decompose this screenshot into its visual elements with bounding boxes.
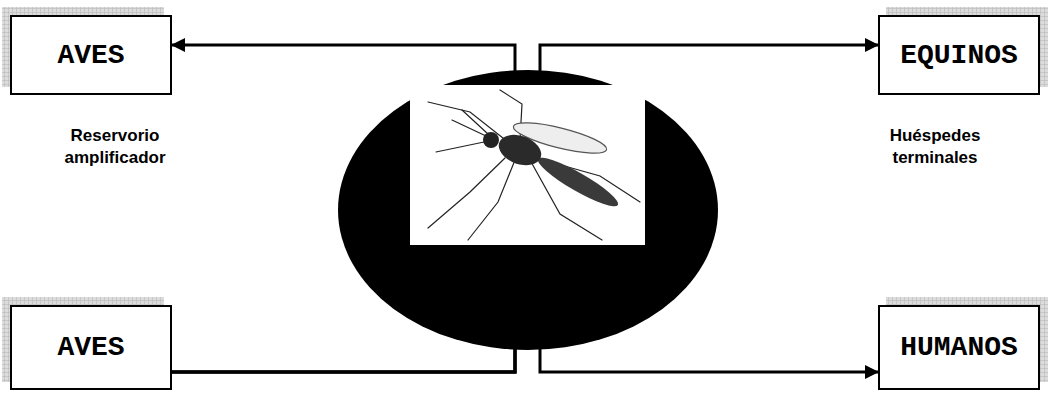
host-name: EQUINOS [900, 40, 1018, 71]
mosquito-leg [428, 158, 505, 228]
mosquito-drawing [428, 90, 640, 240]
host-box: AVES [10, 305, 172, 390]
transmission-arrow [172, 45, 878, 372]
host-box: AVES [10, 15, 172, 95]
role-label: Reservorio amplificador [50, 125, 180, 169]
mosquito-proboscis [436, 142, 484, 152]
host-name: AVES [57, 40, 124, 71]
mosquito-antenna [462, 110, 488, 134]
mosquito-head [483, 132, 499, 148]
host-box: EQUINOS [878, 15, 1040, 95]
role-label: Huéspedes terminales [875, 125, 995, 169]
vector-ellipse [338, 70, 718, 350]
mosquito-abdomen [534, 151, 623, 213]
host-name: HUMANOS [900, 332, 1018, 363]
host-name: AVES [57, 332, 124, 363]
mosquito-picture-frame [410, 85, 645, 245]
mosquito-leg [468, 160, 515, 240]
host-box: HUMANOS [878, 305, 1040, 390]
mosquito-thorax [495, 129, 546, 170]
